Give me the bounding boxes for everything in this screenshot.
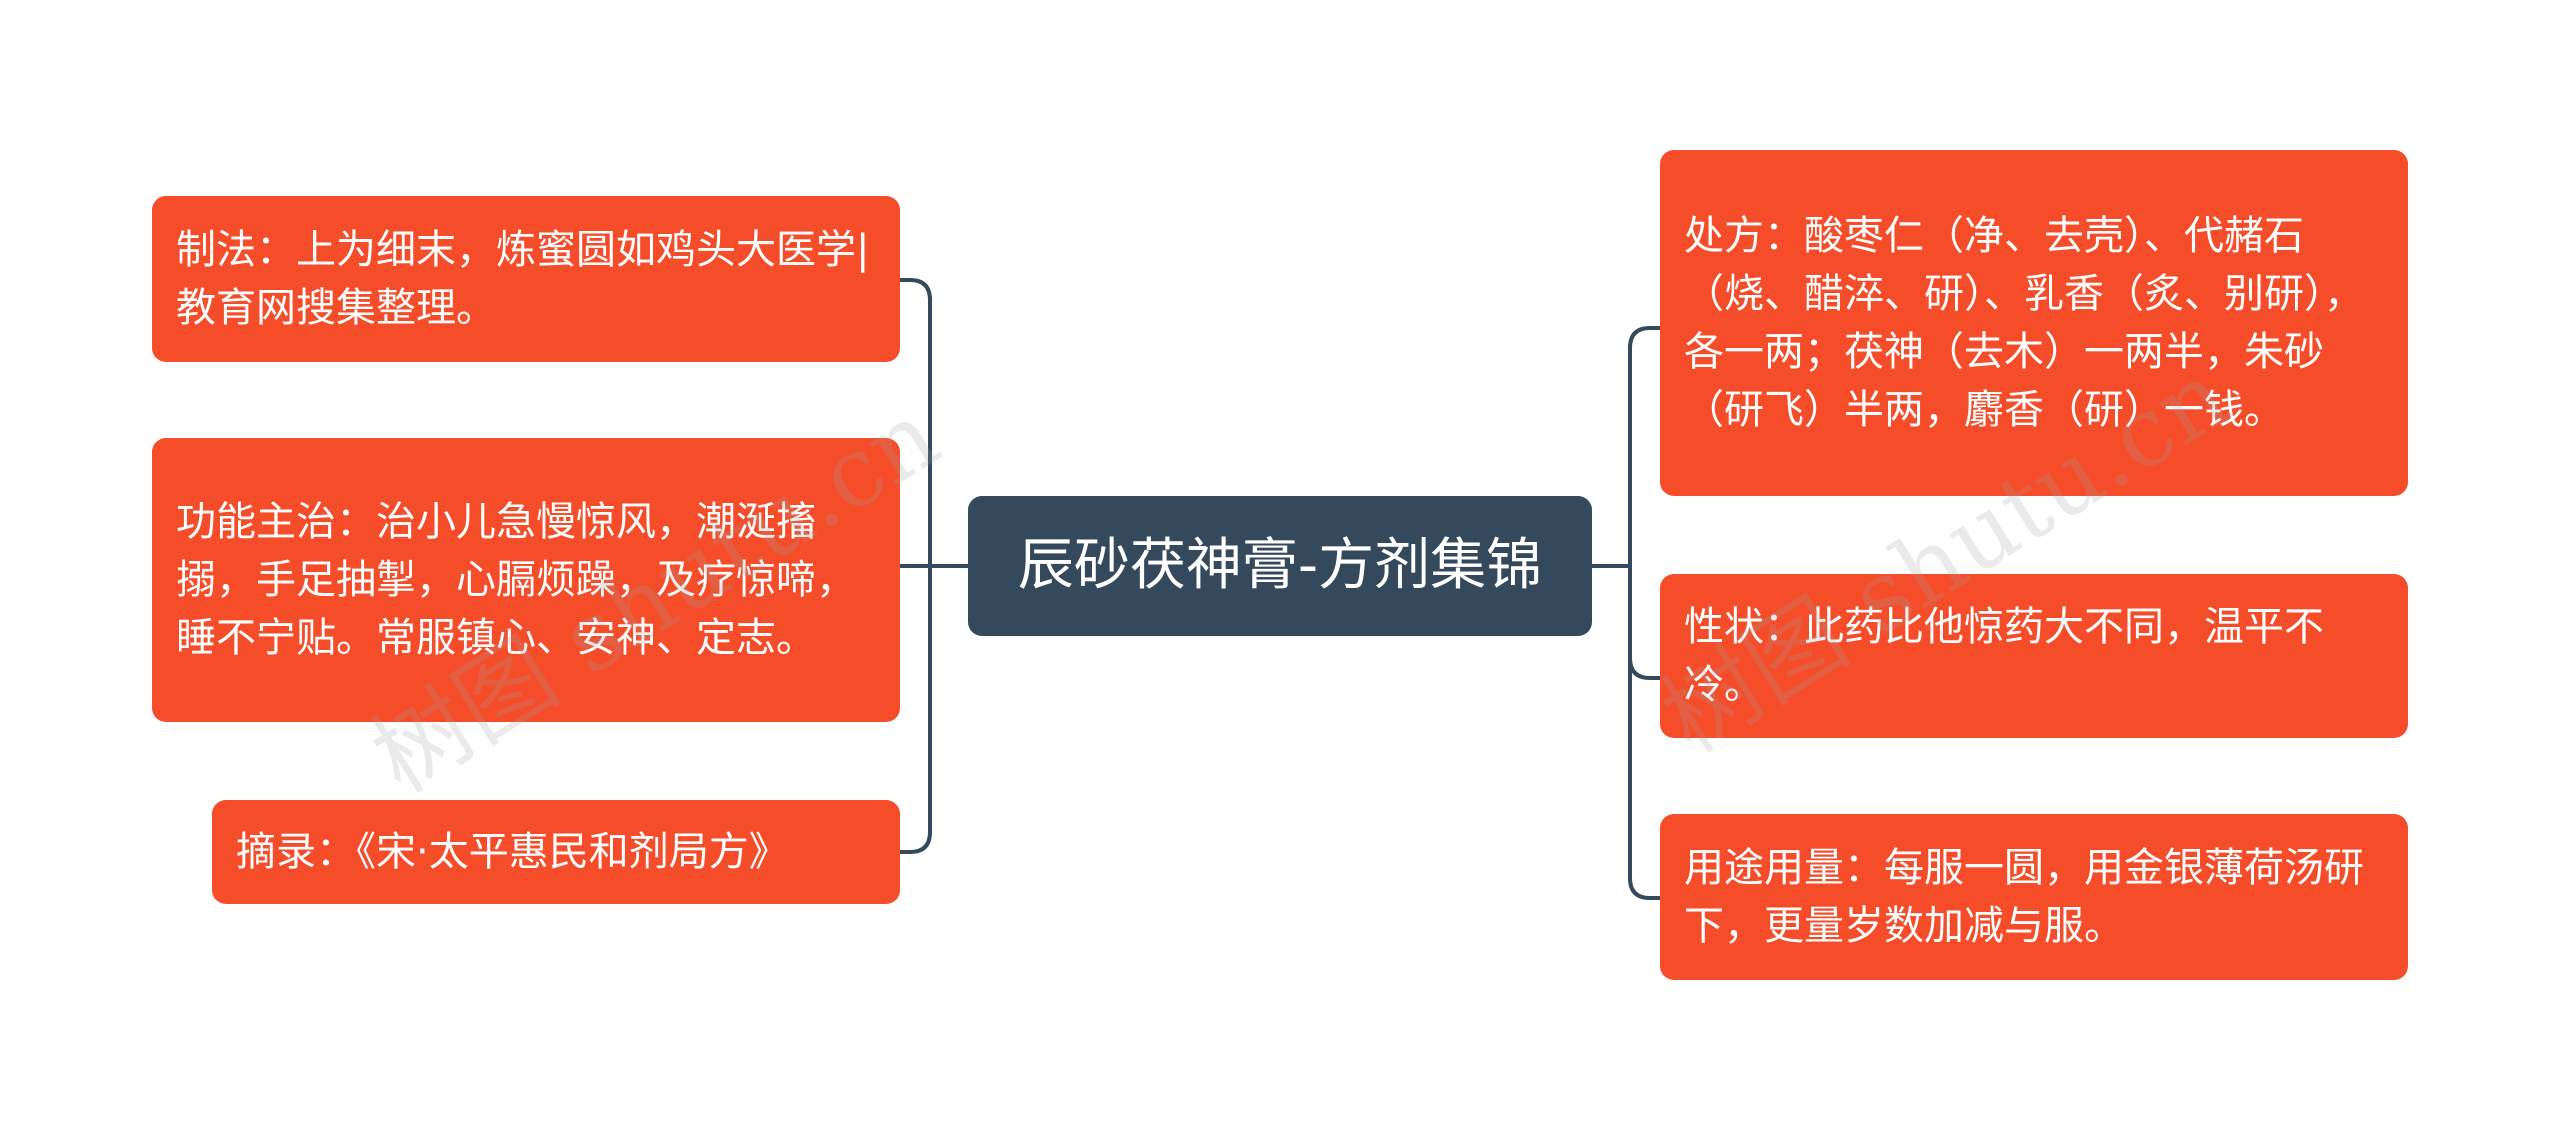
connector-right-chufang xyxy=(1628,326,1662,568)
center-topic-label: 辰砂茯神膏-方剂集锦 xyxy=(1017,533,1543,598)
topic-gongneng-text: 功能主治：治小儿急慢惊风，潮涎搐搦，手足抽掣，心膈烦躁，及疗惊啼，睡不宁贴。常服… xyxy=(176,499,856,661)
topic-yongtu-text: 用途用量：每服一圆，用金银薄荷汤研下，更量岁数加减与服。 xyxy=(1684,845,2364,949)
topic-chufang-text: 处方：酸枣仁（净、去壳）、代赭石（烧、醋淬、研）、乳香（炙、别研），各一两；茯神… xyxy=(1684,213,2364,433)
topic-chufang[interactable]: 处方：酸枣仁（净、去壳）、代赭石（烧、醋淬、研）、乳香（炙、别研），各一两；茯神… xyxy=(1660,150,2408,496)
connector-right-xingzhuang xyxy=(1628,564,1662,680)
topic-zhailu-text: 摘录：《宋·太平惠民和剂局方》 xyxy=(236,829,789,875)
topic-zhailu[interactable]: 摘录：《宋·太平惠民和剂局方》 xyxy=(212,800,900,904)
topic-zhifa-text: 制法：上为细末，炼蜜圆如鸡头大医学|教育网搜集整理。 xyxy=(176,227,870,331)
topic-yongtu[interactable]: 用途用量：每服一圆，用金银薄荷汤研下，更量岁数加减与服。 xyxy=(1660,814,2408,980)
connector-right-yongtu xyxy=(1628,564,1662,900)
topic-xingzhuang[interactable]: 性状：此药比他惊药大不同，温平不冷。 xyxy=(1660,574,2408,738)
topic-gongneng[interactable]: 功能主治：治小儿急慢惊风，潮涎搐搦，手足抽掣，心膈烦躁，及疗惊啼，睡不宁贴。常服… xyxy=(152,438,900,722)
topic-zhifa[interactable]: 制法：上为细末，炼蜜圆如鸡头大医学|教育网搜集整理。 xyxy=(152,196,900,362)
topic-xingzhuang-text: 性状：此药比他惊药大不同，温平不冷。 xyxy=(1684,604,2324,708)
connector-left-zhifa xyxy=(898,278,932,568)
connector-left-zhailu xyxy=(898,564,932,854)
center-topic[interactable]: 辰砂茯神膏-方剂集锦 xyxy=(968,496,1592,636)
